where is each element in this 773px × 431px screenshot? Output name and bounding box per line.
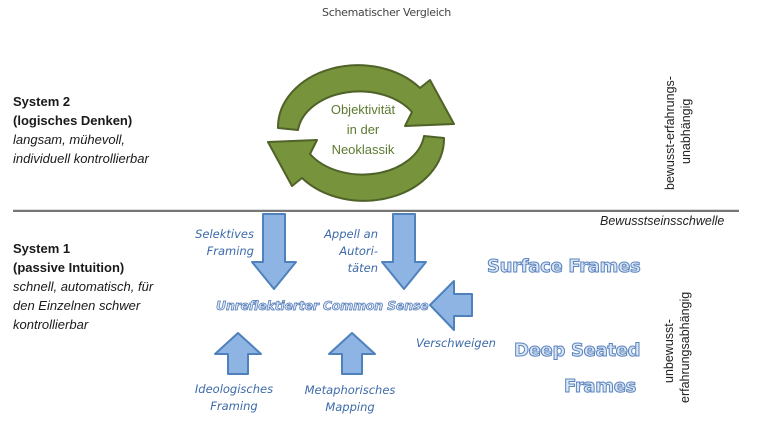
label-bewusst-line2: unabhängig <box>679 98 693 164</box>
label-unbewusst-line1: unbewusst- <box>662 319 676 383</box>
label-unbewusst-line2: erfahrungsabhängig <box>678 291 692 403</box>
cycle-arrows-icon <box>267 64 455 202</box>
system1-desc-line1: schnell, automatisch, für <box>13 279 154 294</box>
arrow-down-selektives-icon <box>251 213 297 290</box>
system1-desc-line3: kontrollierbar <box>13 317 89 332</box>
common-sense-label: Unreflektierter Common Sense <box>216 298 429 314</box>
system2-name: System 2 <box>13 94 71 109</box>
label-metaphorisch-line1: Metaphorisches <box>304 383 396 397</box>
label-bewusst-unabhaengig: bewusst-erfahrungs- unabhängig <box>662 76 694 190</box>
cycle-arrow-bottom <box>267 135 446 202</box>
arrow-up-metaphorisch-icon <box>328 332 376 375</box>
diagram-title: Schematischer Vergleich <box>322 6 451 19</box>
label-appell-line2: Autori- <box>339 244 378 258</box>
label-ideologisches-framing: Ideologisches Framing <box>190 381 278 415</box>
label-unbewusst-abhaengig: unbewusst- erfahrungsabhängig <box>661 292 693 403</box>
threshold-line <box>13 209 739 212</box>
deep-seated-label: Deep Seated <box>513 340 641 362</box>
system1-subtitle: (passive Intuition) <box>13 260 125 275</box>
label-metaphorisches-mapping: Metaphorisches Mapping <box>298 382 402 416</box>
frames-label: Frames <box>563 376 637 398</box>
label-bewusst-line1: bewusst-erfahrungs- <box>663 76 677 190</box>
label-appell-line1: Appell an <box>324 227 378 241</box>
label-appell-line3: täten <box>347 261 378 275</box>
arrow-down-appell-icon <box>381 213 427 290</box>
surface-frames-label: Surface Frames <box>486 256 641 278</box>
cycle-label-line3: Neoklassik <box>331 142 395 157</box>
arrow-left-verschweigen-icon <box>429 280 473 331</box>
system1-block: System 1 (passive Intuition) schnell, au… <box>13 239 153 334</box>
system1-desc-line2: den Einzelnen schwer <box>13 298 141 313</box>
label-metaphorisch-line2: Mapping <box>325 400 375 414</box>
label-selektives-framing: Selektives Framing <box>190 226 254 260</box>
system2-desc-line2: individuell kontrollierbar <box>13 151 149 166</box>
label-selektives-line2: Framing <box>206 244 254 258</box>
threshold-label: Bewusstseinsschwelle <box>600 214 725 228</box>
system1-name: System 1 <box>13 241 71 256</box>
system2-desc-line1: langsam, mühevoll, <box>13 132 125 147</box>
system2-block: System 2 (logisches Denken) langsam, müh… <box>13 92 149 168</box>
arrow-up-ideologisch-icon <box>214 332 262 375</box>
cycle-label: Objektivität in der Neoklassik <box>318 100 408 160</box>
cycle-label-line1: Objektivität <box>330 102 396 117</box>
label-selektives-line1: Selektives <box>195 227 254 241</box>
system2-subtitle: (logisches Denken) <box>13 113 133 128</box>
label-ideologisch-line1: Ideologisches <box>194 382 274 396</box>
cycle-arrow-top <box>276 64 455 131</box>
cycle-label-line2: in der <box>346 122 380 137</box>
label-appell-autoritaeten: Appell an Autori- täten <box>312 226 378 277</box>
label-verschweigen: Verschweigen <box>416 336 496 350</box>
label-ideologisch-line2: Framing <box>210 399 258 413</box>
